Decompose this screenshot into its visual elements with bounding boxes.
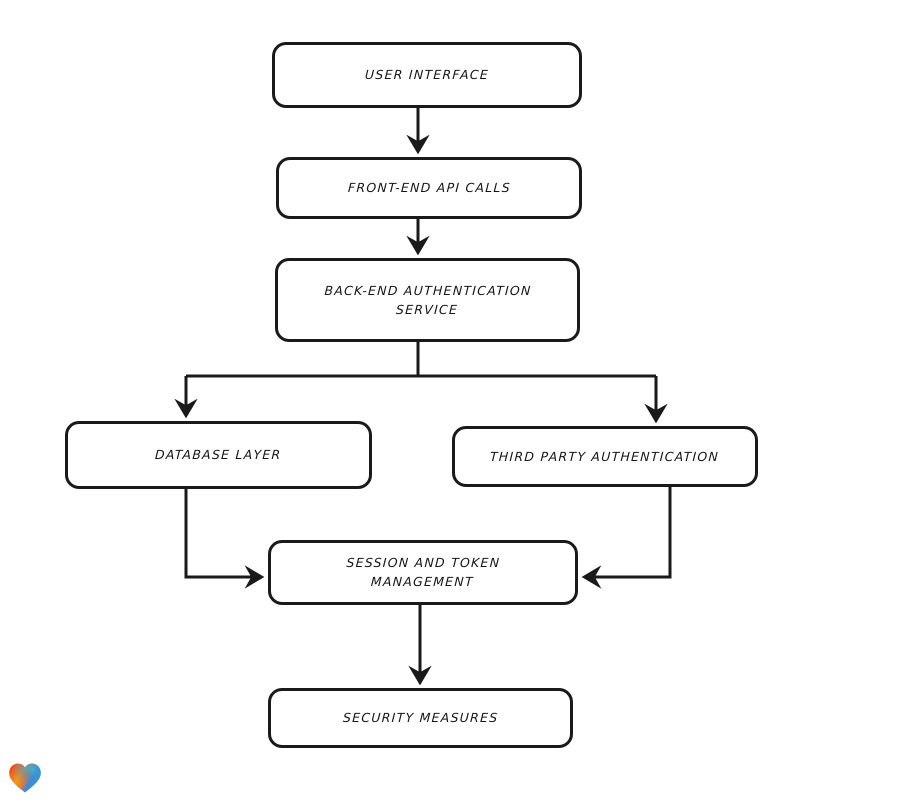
node-back-end-authentication-service-label: Back-End Authentication Service xyxy=(324,282,532,317)
node-user-interface-label: User Interface xyxy=(364,67,490,83)
node-front-end-api-calls[interactable]: Front-End API Calls xyxy=(276,157,582,219)
node-database-layer-label: Database Layer xyxy=(154,447,283,463)
node-back-end-authentication-service[interactable]: Back-End Authentication Service xyxy=(275,258,580,342)
node-front-end-api-calls-label: Front-End API Calls xyxy=(347,180,511,196)
heart-logo-icon[interactable] xyxy=(8,762,42,794)
node-session-and-token-management-label: Session and Token Management xyxy=(346,555,501,590)
node-database-layer[interactable]: Database Layer xyxy=(65,421,372,489)
edge-database-to-session xyxy=(184,489,265,589)
node-user-interface[interactable]: User Interface xyxy=(272,42,582,108)
node-third-party-authentication[interactable]: Third Party Authentication xyxy=(452,426,758,487)
node-third-party-authentication-label: Third Party Authentication xyxy=(490,448,720,464)
node-security-measures-label: Security Measures xyxy=(342,710,499,726)
node-security-measures[interactable]: Security Measures xyxy=(268,688,573,748)
node-session-and-token-management[interactable]: Session and Token Management xyxy=(268,540,578,605)
edge-thirdparty-to-session xyxy=(581,487,672,589)
